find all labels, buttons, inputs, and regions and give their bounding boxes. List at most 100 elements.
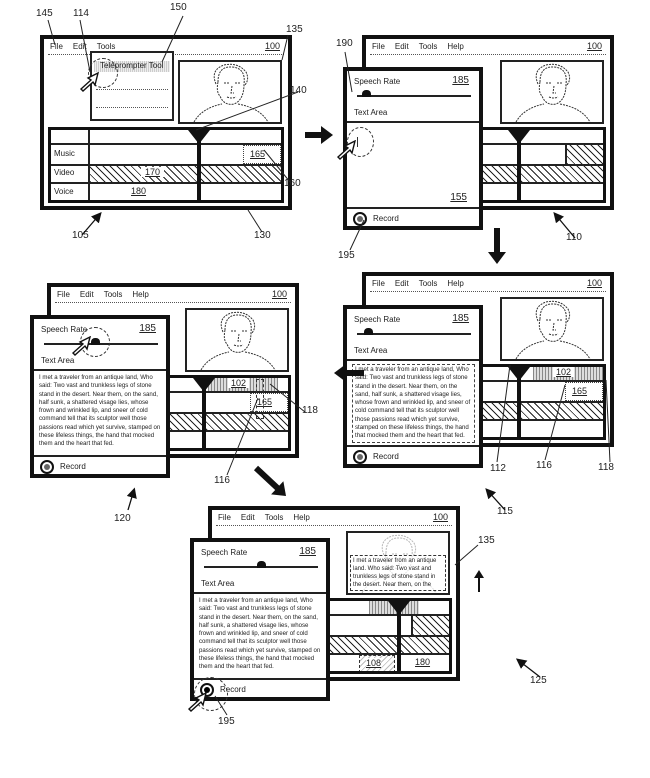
record-label[interactable]: Record <box>220 685 246 694</box>
mouse-pointer-icon <box>78 71 100 92</box>
dropdown-item-teleprompter-tool[interactable]: Teleprompter Tool <box>94 61 170 72</box>
music-clip <box>565 145 603 164</box>
playhead-handle[interactable] <box>508 130 530 144</box>
record-button-icon[interactable] <box>353 450 367 464</box>
menu-file[interactable]: File <box>57 290 70 299</box>
playhead-handle[interactable] <box>508 367 530 381</box>
menu-tools[interactable]: Tools <box>103 290 123 299</box>
track-divider <box>373 380 603 382</box>
playhead-handle[interactable] <box>193 378 215 392</box>
script-text-area[interactable]: I met a traveler from an antique land, W… <box>347 361 479 445</box>
playhead-handle[interactable] <box>188 130 210 144</box>
music-clip-ref: 165 <box>572 386 588 396</box>
script-text: I met a traveler from an antique land, W… <box>39 374 161 448</box>
reference-numeral: 120 <box>114 513 131 524</box>
playhead-handle[interactable] <box>388 601 410 615</box>
voice-clip-ref: 180 <box>415 657 431 667</box>
script-text: I met a traveler from an antique land, W… <box>352 364 475 443</box>
video-track-clip <box>90 166 281 182</box>
text-area-label: Text Area <box>354 108 388 117</box>
reference-numeral: 115 <box>497 506 513 517</box>
record-button-icon[interactable] <box>353 212 367 226</box>
text-cursor-icon <box>357 137 358 147</box>
dropdown-item-placeholder[interactable] <box>96 89 168 90</box>
menu-tools[interactable]: Tools <box>418 279 438 288</box>
menu-file[interactable]: File <box>372 42 385 51</box>
speech-rate-slider-thumb[interactable] <box>364 328 374 335</box>
music-clip-ref: 165 <box>250 149 266 159</box>
track-divider <box>373 419 603 421</box>
track-divider <box>219 614 449 616</box>
record-button-dot <box>357 216 363 222</box>
menu-help[interactable]: Help <box>447 279 464 288</box>
dialog-divider <box>34 369 166 371</box>
menu-tools[interactable]: Tools <box>418 42 438 51</box>
menu-file[interactable]: File <box>372 279 385 288</box>
reference-numeral: 150 <box>170 2 187 13</box>
reference-numeral: 145 <box>36 8 53 19</box>
record-label[interactable]: Record <box>373 214 399 223</box>
face-illustration <box>180 62 280 122</box>
script-text-area[interactable]: 155 <box>347 123 479 207</box>
menu-help[interactable]: Help <box>293 513 310 522</box>
speech-rate-slider-thumb[interactable] <box>362 90 372 97</box>
menu-edit[interactable]: Edit <box>79 290 94 299</box>
menu-edit[interactable]: Edit <box>394 279 409 288</box>
track-divider <box>51 182 281 184</box>
mouse-pointer-icon <box>186 691 208 712</box>
menu-bar: File Edit Tools <box>50 42 115 51</box>
menu-edit[interactable]: Edit <box>72 42 87 51</box>
record-label[interactable]: Record <box>60 462 86 471</box>
reference-numeral: 110 <box>566 232 582 243</box>
record-button-dot <box>44 464 50 470</box>
track-divider <box>373 401 603 403</box>
dialog-divider <box>194 678 326 680</box>
speech-rate-slider-track[interactable] <box>357 333 471 335</box>
window-ref: 100 <box>586 278 602 288</box>
menu-tools[interactable]: Tools <box>264 513 284 522</box>
reference-numeral: 135 <box>286 24 303 35</box>
menu-edit[interactable]: Edit <box>394 42 409 51</box>
reference-numeral: 105 <box>72 230 89 241</box>
face-illustration <box>187 310 287 370</box>
reference-numeral: 195 <box>338 250 355 261</box>
teleprompter-overlay: I met a traveler from an antique land. W… <box>350 555 446 591</box>
menu-help[interactable]: Help <box>447 42 464 51</box>
click-highlight <box>194 677 228 711</box>
dropdown-item-placeholder[interactable] <box>96 107 168 108</box>
click-highlight <box>347 127 374 157</box>
speech-rate-slider-track[interactable] <box>357 95 471 97</box>
reference-numeral: 160 <box>284 178 301 189</box>
playhead-line <box>517 130 521 200</box>
script-text-area[interactable]: I met a traveler from an antique land, W… <box>194 594 326 678</box>
face-illustration <box>502 62 602 122</box>
dialog-divider <box>347 207 479 209</box>
menu-help[interactable]: Help <box>132 290 149 299</box>
video-preview <box>500 297 604 361</box>
menu-divider <box>55 302 291 303</box>
speech-rate-label: Speech Rate <box>41 325 88 334</box>
script-text-area[interactable]: I met a traveler from an antique land, W… <box>34 371 166 455</box>
menu-file[interactable]: File <box>218 513 231 522</box>
speech-rate-ref: 185 <box>452 75 469 86</box>
label-column-divider <box>88 130 90 200</box>
selection-bracket <box>256 379 264 419</box>
menu-bar: File Edit Tools Help <box>57 290 149 299</box>
reference-numeral: 114 <box>73 8 89 19</box>
record-button-icon[interactable] <box>40 460 54 474</box>
recorded-voice-clip: 108 <box>359 655 395 671</box>
flow-arrow-right-icon <box>305 126 333 144</box>
click-highlight <box>88 58 118 88</box>
record-label[interactable]: Record <box>373 452 399 461</box>
music-clip: 165 <box>243 145 281 164</box>
reference-numeral: 195 <box>218 716 235 727</box>
menu-tools[interactable]: Tools <box>96 42 116 51</box>
speech-rate-slider-thumb[interactable] <box>257 561 266 568</box>
menu-edit[interactable]: Edit <box>240 513 255 522</box>
track-divider <box>373 182 603 184</box>
mouse-pointer-icon <box>335 139 357 160</box>
track-label-music: Music <box>54 149 75 158</box>
menu-file[interactable]: File <box>50 42 63 51</box>
